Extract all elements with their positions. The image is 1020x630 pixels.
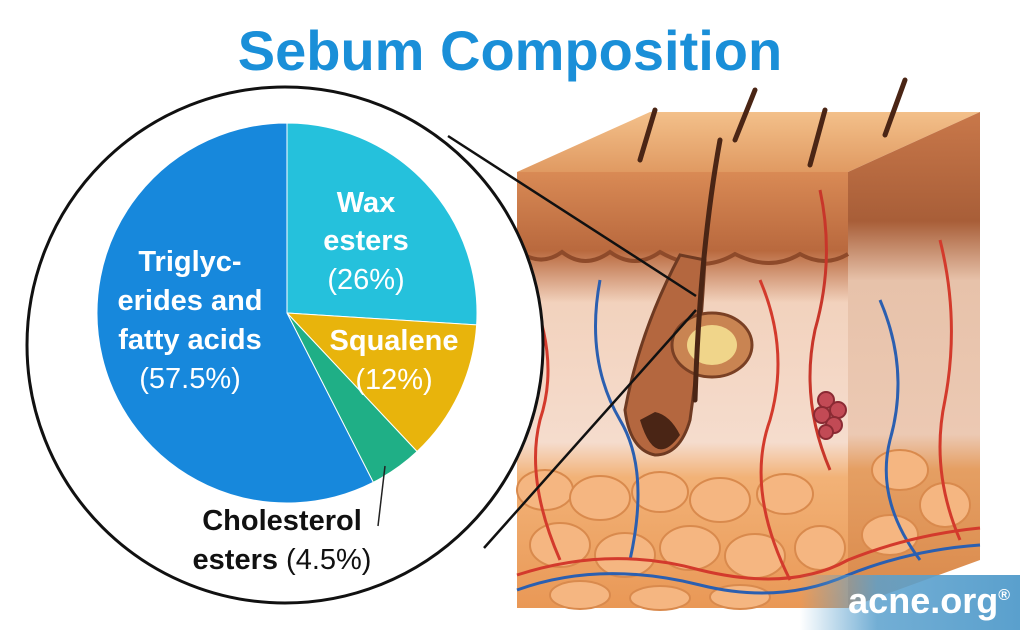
- label-triglycerides-line3: fatty acids: [118, 324, 261, 356]
- pie-slice-wax: [286, 122, 478, 326]
- skin-illustration: [515, 77, 981, 611]
- cholesterol-leader-line: [377, 465, 386, 527]
- callout-line-bottom: [483, 309, 697, 549]
- pie-slice-triglycerides: [96, 122, 374, 504]
- chart-title: Sebum Composition: [237, 19, 783, 82]
- label-cholesterol-word: esters: [193, 544, 287, 576]
- label-squalene-line1: Squalene: [330, 325, 459, 357]
- hair-bulb: [640, 412, 680, 450]
- label-cholesterol-pct: (4.5%): [286, 544, 371, 576]
- hair-shafts: [637, 77, 908, 403]
- brand-banner: [800, 575, 1020, 630]
- skin-top-surface: [517, 112, 980, 172]
- blood-vessels: [516, 189, 981, 595]
- epidermis-boundary: [515, 248, 850, 266]
- sweat-gland: [813, 391, 847, 440]
- registered-mark: ®: [998, 587, 1010, 604]
- pie-chart: [96, 122, 478, 504]
- label-wax-pct: (26%): [327, 264, 404, 296]
- label-cholesterol-line2: esters (4.5%): [193, 544, 372, 576]
- brand-logo: acne.org®: [848, 580, 1010, 622]
- callout-line-top: [447, 134, 697, 298]
- label-triglycerides-line1: Triglyc-: [138, 246, 241, 278]
- label-cholesterol-line1: Cholesterol: [202, 505, 362, 537]
- label-wax-line1: Wax: [337, 187, 396, 219]
- fat-lobules: [516, 449, 971, 611]
- label-squalene-pct: (12%): [355, 364, 432, 396]
- label-triglycerides-pct: (57.5%): [139, 363, 241, 395]
- label-triglycerides-line2: erides and: [117, 285, 262, 317]
- brand-text: acne.org: [848, 580, 999, 621]
- pie-slice-squalene: [285, 312, 478, 453]
- label-wax-line2: esters: [323, 225, 408, 257]
